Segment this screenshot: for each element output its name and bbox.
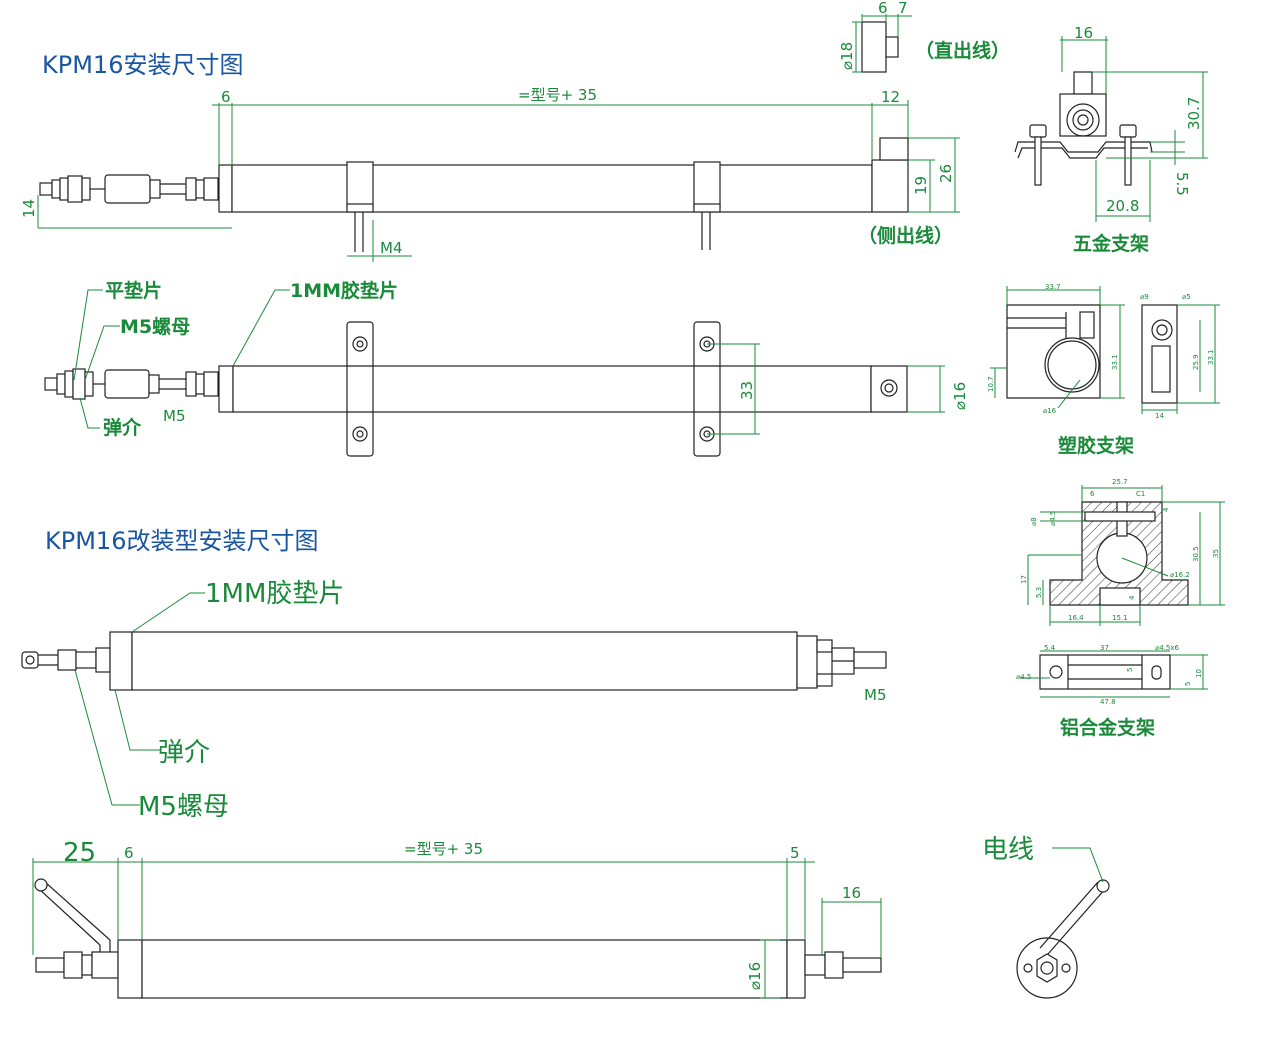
label-rubber-gasket: 1MM胶垫片 (290, 279, 398, 302)
dim-hw-16: 16 (1074, 24, 1093, 42)
dim-mb-5: 5 (790, 844, 800, 862)
dim-al-d8: ⌀8 (1030, 517, 1038, 526)
dim-alb-d45x6: ⌀4.5x6 (1155, 644, 1179, 652)
straight-outlet-label: （直出线） (915, 39, 1010, 62)
plastic-bracket-drawing: 33.7 33.1 10.7 ⌀16 ⌀9 ⌀5 25.9 33.1 14 塑胶… (987, 283, 1220, 457)
dim-pl-d9: ⌀9 (1140, 293, 1149, 301)
dim-hw-55: 5.5 (1173, 172, 1191, 196)
dim-al-35: 35 (1212, 549, 1220, 558)
dim-alb-5a: 5 (1126, 668, 1134, 672)
dim-al-305: 30.5 (1192, 546, 1200, 562)
section-title-install: KPM16安装尺寸图 (42, 51, 243, 79)
mod-label-spring: 弹介 (158, 738, 210, 768)
mod-label-m5: M5 (864, 686, 887, 704)
dim-al-6: 6 (1090, 490, 1095, 498)
dim-pl-259: 25.9 (1192, 354, 1200, 370)
dim-alb-478: 47.8 (1100, 698, 1116, 706)
dim-alb-54: 5.4 (1044, 644, 1056, 652)
hardware-bracket-label: 五金支架 (1073, 232, 1149, 255)
dim-alb-d45: ⌀4.5 (1016, 673, 1031, 681)
dim-hw-208: 20.8 (1106, 197, 1139, 215)
dim-al-c1: C1 (1136, 490, 1145, 498)
modified-view-drawing (21, 631, 887, 691)
dim-alb-10: 10 (1195, 669, 1203, 678)
dim-33: 33 (738, 381, 756, 400)
dim-al-4b: 4 (1128, 595, 1136, 600)
dim-height: 14 (20, 199, 38, 218)
aluminum-bracket-label: 铝合金支架 (1060, 716, 1155, 739)
dim-al-d162: ⌀16.2 (1170, 571, 1190, 579)
dim-pl-331a: 33.1 (1111, 354, 1119, 370)
side-outlet-label: （侧出线） (858, 224, 953, 247)
cable-view-drawing: 电线 (982, 835, 1110, 999)
dim-hw-307: 30.7 (1185, 97, 1203, 130)
dim-pl-d5: ⌀5 (1182, 293, 1191, 301)
dim-pl-337: 33.7 (1045, 283, 1061, 291)
dim-mb-25: 25 (63, 838, 96, 868)
label-m5: M5 (163, 407, 186, 425)
dim-al-4a: 4 (1162, 507, 1170, 512)
dim-d16: ⌀16 (951, 382, 969, 410)
dim-26: 26 (937, 164, 955, 183)
dim-pl-107: 10.7 (987, 376, 995, 392)
dim-pl-331b: 33.1 (1207, 349, 1215, 365)
dim-flange: 6 (221, 88, 231, 106)
label-m5-nut: M5螺母 (120, 316, 190, 338)
dim-length: =型号+ 35 (518, 86, 597, 104)
dim-al-d45: ⌀4.5 (1049, 511, 1057, 526)
top-view-dimensions: 6 =型号+ 35 12 14 M4 19 26 （侧出线） (20, 86, 960, 262)
dim-al-17: 17 (1020, 575, 1028, 584)
mod-label-m5-nut: M5螺母 (138, 792, 229, 822)
dim-mb-length: =型号+ 35 (404, 840, 483, 858)
dim-al-257: 25.7 (1112, 478, 1128, 486)
plan-view-drawing (44, 321, 908, 457)
dim-19: 19 (912, 176, 930, 195)
aluminum-bracket-drawing: 25.7 6 C1 4 ⌀8 ⌀4.5 30.5 35 17 ⌀16.2 5.3… (1016, 478, 1225, 739)
dim-mb-6: 6 (124, 844, 134, 862)
plan-view-annotations: 平垫片 M5螺母 弹介 1MM胶垫片 M5 33 ⌀16 (73, 279, 969, 439)
dim-pl-14: 14 (1155, 412, 1164, 420)
dim-al-151: 15.1 (1112, 614, 1128, 622)
cable-label: 电线 (982, 835, 1034, 865)
dim-mb-d16: ⌀16 (746, 962, 764, 990)
dim-end: 12 (881, 88, 900, 106)
label-spring: 弹介 (103, 416, 142, 439)
dim-alb-5b: 5 (1184, 682, 1192, 686)
top-view-drawing (39, 137, 909, 252)
plastic-bracket-label: 塑胶支架 (1058, 434, 1134, 457)
dim-m4: M4 (380, 239, 403, 257)
section-title-modified: KPM16改装型安装尺寸图 (45, 527, 318, 555)
modified-bottom-drawing (34, 878, 882, 999)
dim-al-164: 16.4 (1068, 614, 1084, 622)
dim-mb-16: 16 (842, 884, 861, 902)
dim-pl-d16: ⌀16 (1043, 407, 1057, 415)
dim-d18: ⌀18 (838, 42, 856, 70)
hardware-bracket-drawing: 16 30.7 5.5 20.8 五金支架 (1014, 24, 1208, 255)
straight-outlet-view: 6 7 ⌀18 （直出线） (838, 0, 1010, 73)
dim-6: 6 (878, 0, 888, 17)
dim-7: 7 (898, 0, 908, 17)
dim-alb-37: 37 (1100, 644, 1109, 652)
label-flat-washer: 平垫片 (105, 279, 162, 302)
mod-label-rubber-gasket: 1MM胶垫片 (205, 579, 344, 609)
modified-bottom-dimensions: 25 6 =型号+ 35 5 16 ⌀16 (32, 838, 882, 999)
modified-view-annotations: 1MM胶垫片 弹介 M5螺母 M5 (74, 579, 887, 822)
dim-al-53: 5.3 (1035, 587, 1043, 598)
